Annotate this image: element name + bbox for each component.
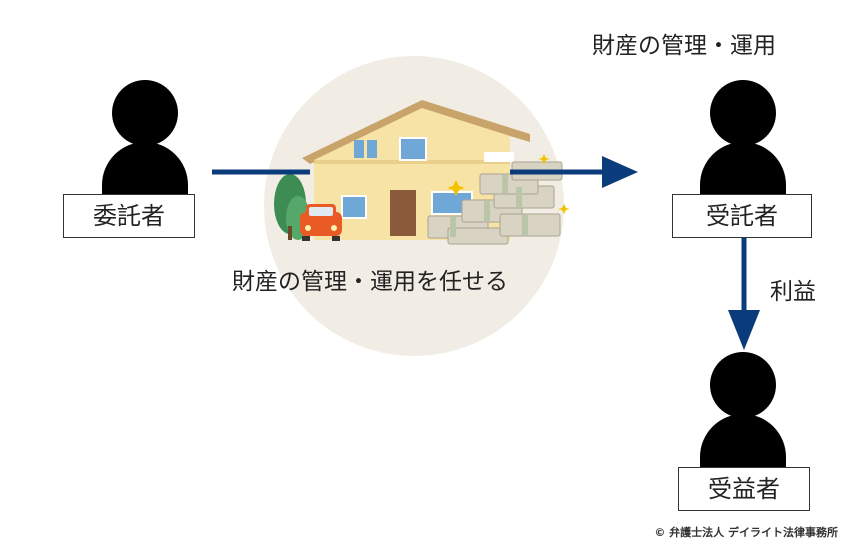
entrust-caption: 財産の管理・運用を任せる [232, 269, 508, 295]
settlor-label: 委託者 [63, 194, 195, 238]
copyright-notice: © 弁護士法人 デイライト法律事務所 [654, 526, 838, 539]
trustee-caption: 財産の管理・運用 [592, 33, 776, 59]
beneficiary-person-icon [688, 352, 798, 474]
settlor-person-icon [90, 80, 200, 202]
trustee-person-icon [688, 80, 798, 202]
money-stacks-icon [427, 154, 570, 245]
sparkle-icon [447, 154, 570, 214]
property-illustration [274, 100, 570, 245]
beneficiary-label: 受益者 [678, 467, 810, 511]
benefit-arrow [728, 238, 760, 350]
entrust-arrow [212, 156, 638, 188]
car-icon [300, 204, 342, 241]
trustee-label: 受託者 [672, 194, 812, 238]
benefit-caption: 利益 [770, 279, 816, 305]
